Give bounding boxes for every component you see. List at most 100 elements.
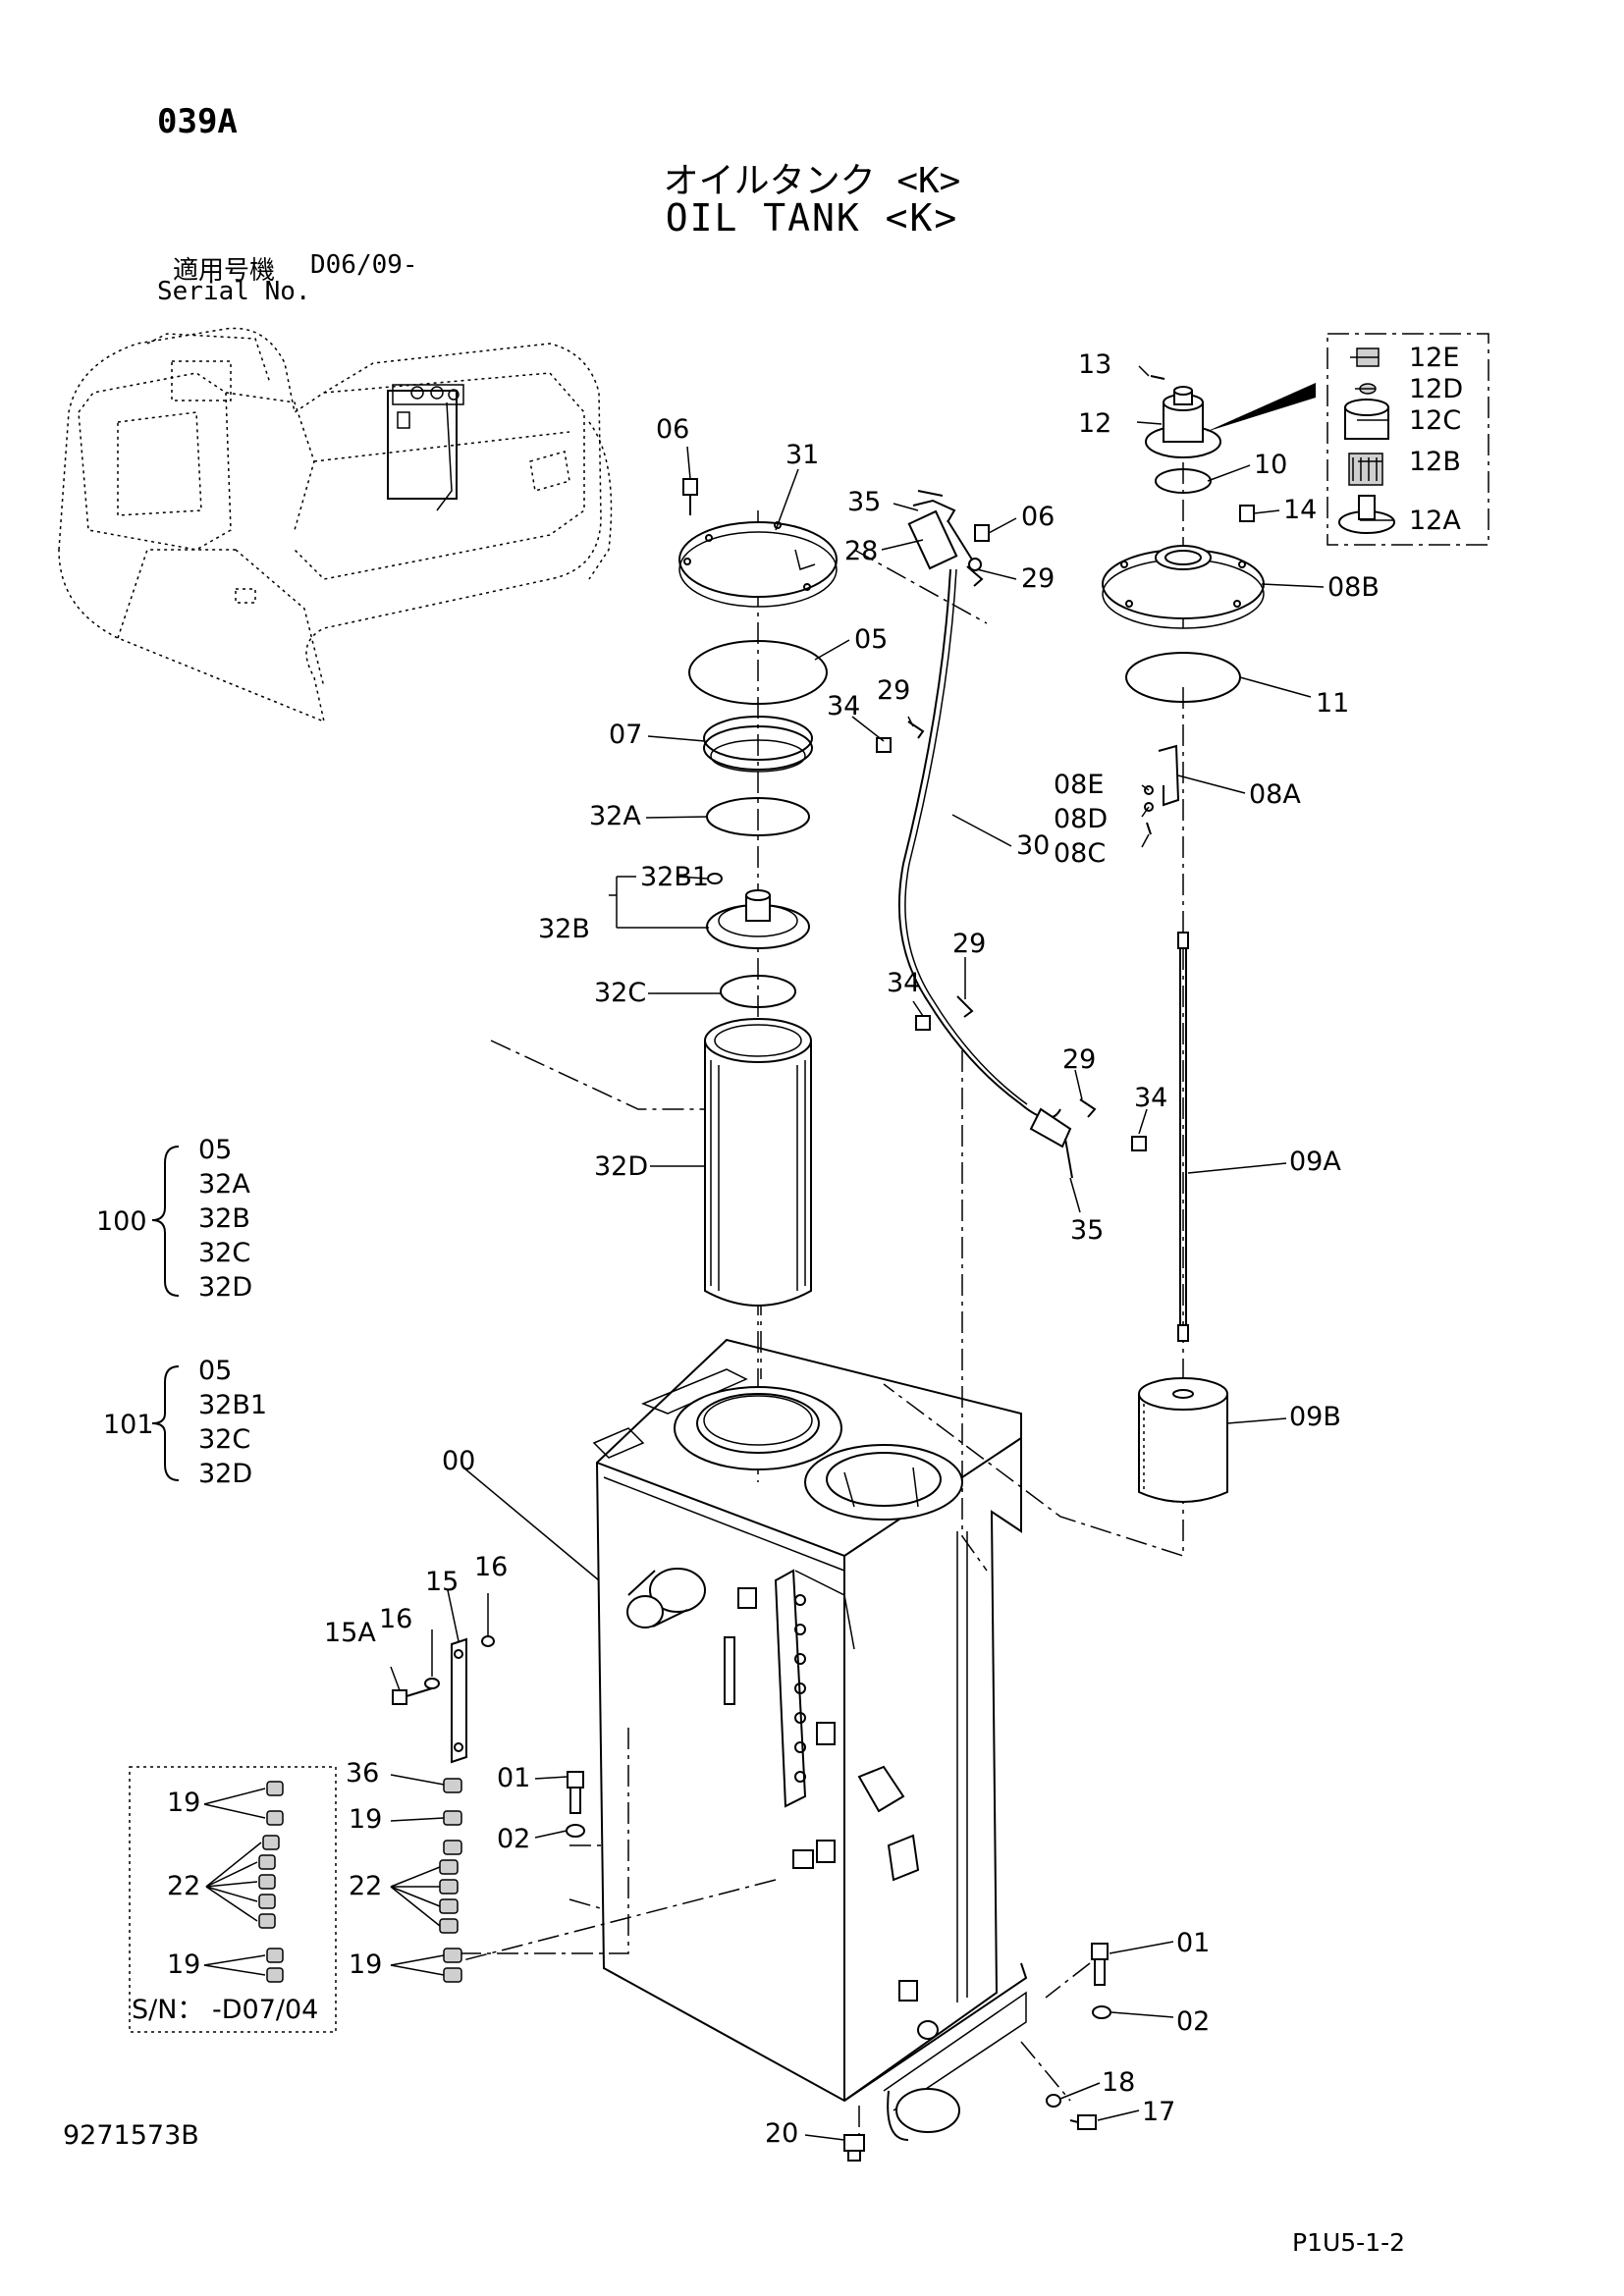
inset-label-22: 22 bbox=[167, 1871, 200, 1901]
label-22: 22 bbox=[349, 1871, 382, 1901]
label-32A: 32A bbox=[589, 801, 641, 831]
label-15A: 15A bbox=[324, 1618, 376, 1648]
screw-13 bbox=[1150, 375, 1165, 380]
bolt-01-left bbox=[567, 1771, 584, 1814]
level-gauge-rod-09A bbox=[1177, 932, 1189, 1342]
kit-100-list: 100 05 32A 32B 32C 32D bbox=[96, 1135, 252, 1303]
label-08A: 08A bbox=[1249, 779, 1301, 810]
label-14: 14 bbox=[1283, 495, 1317, 525]
bracket-08A bbox=[1158, 744, 1180, 807]
kit-101-item: 32D bbox=[198, 1459, 252, 1489]
page-reference: P1U5-1-2 bbox=[1292, 2228, 1406, 2257]
kit-101-item: 32B1 bbox=[198, 1390, 267, 1420]
washer-02-right bbox=[1092, 2005, 1111, 2019]
document-number: 9271573B bbox=[63, 2120, 199, 2151]
level-gauge-float-09B bbox=[1138, 1377, 1228, 1503]
label-36: 36 bbox=[346, 1758, 379, 1789]
strainer-spring-07 bbox=[703, 716, 813, 773]
tank-top-flange-large bbox=[674, 1386, 842, 1470]
plug-20 bbox=[843, 2134, 865, 2162]
label-32D: 32D bbox=[594, 1151, 648, 1182]
gasket-18 bbox=[1046, 2094, 1061, 2108]
fittings-36-19-22 bbox=[439, 1778, 462, 1983]
serial-label-japanese: 適用号機 bbox=[173, 256, 276, 286]
kit-101-list: 101 05 32B1 32C 32D bbox=[103, 1356, 267, 1489]
label-01: 01 bbox=[497, 1763, 530, 1793]
tank-top-flange-small bbox=[804, 1444, 963, 1521]
label-09A: 09A bbox=[1289, 1147, 1341, 1177]
label-30: 30 bbox=[1016, 830, 1050, 861]
air-breather-12 bbox=[1145, 386, 1221, 458]
label-11: 11 bbox=[1316, 688, 1349, 719]
label-09B: 09B bbox=[1289, 1402, 1341, 1432]
label-20: 20 bbox=[765, 2118, 798, 2149]
serial-label-english: Serial No. bbox=[157, 277, 311, 306]
label-17: 17 bbox=[1142, 2097, 1175, 2127]
label-12C: 12C bbox=[1409, 405, 1461, 436]
label-12D: 12D bbox=[1409, 374, 1463, 404]
wire-harness-30 bbox=[897, 568, 1072, 1148]
label-34: 34 bbox=[1134, 1083, 1167, 1113]
inset-label-19-bottom: 19 bbox=[167, 1949, 200, 1980]
bolt-01-right bbox=[1091, 1943, 1109, 1986]
label-32B: 32B bbox=[538, 914, 590, 944]
label-12A: 12A bbox=[1409, 506, 1461, 536]
label-12: 12 bbox=[1078, 408, 1111, 439]
inset-label-19-top: 19 bbox=[167, 1788, 200, 1818]
label-18: 18 bbox=[1102, 2067, 1135, 2098]
label-08C: 08C bbox=[1054, 838, 1106, 869]
washer-16-left bbox=[424, 1678, 440, 1689]
o-ring-10 bbox=[1155, 468, 1212, 494]
label-16: 16 bbox=[379, 1604, 412, 1634]
washer-02-left bbox=[566, 1824, 585, 1838]
leader-lines bbox=[390, 356, 1394, 2141]
label-08E: 08E bbox=[1054, 770, 1104, 800]
label-06: 06 bbox=[1021, 502, 1055, 532]
inset-serial: S/N： -D07/04 bbox=[132, 1995, 318, 2025]
breather-detail-box bbox=[1326, 333, 1489, 546]
tank-drain-outlet bbox=[887, 2020, 960, 2141]
label-13: 13 bbox=[1078, 349, 1111, 380]
label-10: 10 bbox=[1254, 450, 1287, 480]
page-code: 039A bbox=[157, 102, 238, 141]
label-02: 02 bbox=[497, 1824, 530, 1854]
filter-head-32B bbox=[706, 889, 810, 949]
label-08D: 08D bbox=[1054, 804, 1108, 834]
label-02: 02 bbox=[1176, 2006, 1210, 2037]
title-japanese: オイルタンク <K> bbox=[663, 161, 961, 201]
tank-cover-plate-31 bbox=[678, 521, 838, 608]
filter-element-32D bbox=[704, 1018, 812, 1307]
kit-100-item: 32C bbox=[198, 1238, 250, 1268]
bolt-15A bbox=[392, 1687, 433, 1705]
title-english: OIL TANK <K> bbox=[665, 196, 959, 240]
assembly-center-lines bbox=[451, 388, 1184, 2135]
label-32C: 32C bbox=[594, 978, 646, 1008]
machine-overview-illustration bbox=[58, 327, 613, 723]
label-12B: 12B bbox=[1409, 447, 1461, 477]
label-34: 34 bbox=[887, 968, 920, 998]
kit-100-label: 100 bbox=[96, 1206, 147, 1237]
label-16: 16 bbox=[474, 1552, 508, 1582]
kit-101-brace bbox=[151, 1365, 180, 1481]
inset-box-early-serial bbox=[129, 1766, 337, 2033]
label-19: 19 bbox=[349, 1804, 382, 1835]
cable-ties-35 bbox=[917, 490, 1073, 1179]
label-07: 07 bbox=[609, 720, 642, 750]
bolts-34 bbox=[876, 737, 1147, 1151]
label-00: 00 bbox=[442, 1446, 475, 1476]
oil-tank-body bbox=[592, 1338, 1028, 2111]
o-ring-32C bbox=[720, 975, 796, 1008]
label-29: 29 bbox=[1062, 1044, 1096, 1075]
label-19: 19 bbox=[349, 1949, 382, 1980]
tank-brackets bbox=[724, 1587, 920, 2002]
label-01: 01 bbox=[1176, 1928, 1210, 1958]
label-29: 29 bbox=[952, 929, 986, 959]
tank-location-highlight bbox=[387, 384, 464, 511]
label-31: 31 bbox=[785, 440, 819, 470]
kit-101-item: 32C bbox=[198, 1424, 250, 1455]
kit-100-brace bbox=[151, 1146, 180, 1297]
label-34: 34 bbox=[827, 691, 860, 721]
label-35: 35 bbox=[847, 487, 881, 517]
label-06: 06 bbox=[656, 414, 689, 445]
level-gauge-15 bbox=[451, 1637, 467, 1764]
